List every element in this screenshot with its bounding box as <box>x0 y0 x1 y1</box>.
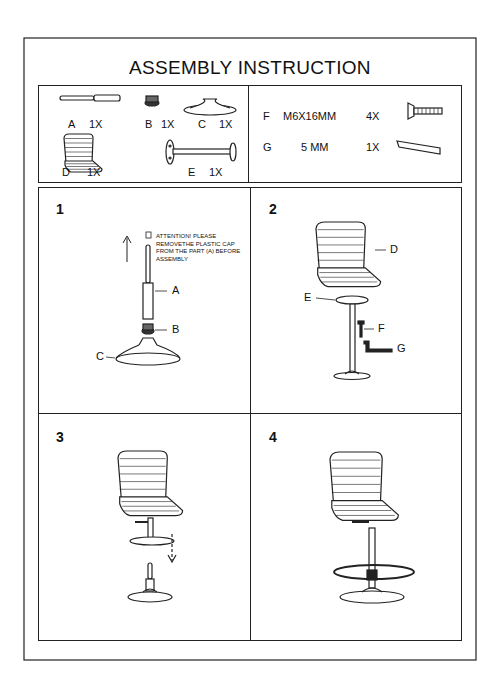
part-f-screw <box>408 103 442 119</box>
chair-seats <box>64 134 398 520</box>
parts-panel: A 1X B 1X C 1X D 1X E 1X <box>38 85 249 183</box>
part-label: D <box>62 167 70 178</box>
page-title: ASSEMBLY INSTRUCTION <box>0 57 500 79</box>
part-c-base <box>184 99 236 115</box>
part-label: C <box>96 351 104 362</box>
step-number: 4 <box>269 430 277 444</box>
chair <box>118 451 183 516</box>
part-g-hex-key <box>397 141 440 154</box>
part-label: C <box>198 119 206 130</box>
part-label: D <box>390 244 398 255</box>
part-label: 1X <box>89 119 102 130</box>
part-label: E <box>304 292 311 303</box>
part-label: 4X <box>366 111 379 122</box>
part-label: F <box>378 323 385 334</box>
part-label: A <box>68 119 75 130</box>
step4-parts <box>334 522 414 603</box>
step2-parts <box>316 250 392 380</box>
part-label: G <box>397 343 406 354</box>
step-panel: 4 <box>250 413 462 641</box>
parts-panel: F M6X16MM 4X G 5 MM 1X <box>248 85 462 183</box>
part-label: G <box>263 142 272 153</box>
part-label: A <box>172 285 179 296</box>
part-b-ring <box>145 96 159 106</box>
part-label: M6X16MM <box>283 111 336 122</box>
part-label: B <box>145 119 152 130</box>
part-e-pole <box>166 140 236 164</box>
part-label: 1X <box>209 167 222 178</box>
step3-parts <box>128 518 176 602</box>
part-label: B <box>172 324 179 335</box>
part-label: F <box>263 111 270 122</box>
part-label: 1X <box>161 119 174 130</box>
part-a-tube <box>60 95 120 101</box>
chair <box>316 222 381 287</box>
note-text: ATTENTION! PLEASE REMOVETHE PLASTIC CAP … <box>156 233 248 263</box>
chair <box>330 452 398 520</box>
step-number: 2 <box>269 202 277 216</box>
part-label: 1X <box>219 119 232 130</box>
part-label: 1X <box>87 167 100 178</box>
step-panel: 1ATTENTION! PLEASE REMOVETHE PLASTIC CAP… <box>38 187 251 414</box>
step-panel: 3 <box>38 413 251 641</box>
step-number: 1 <box>56 202 64 216</box>
step-panel: 2D E F G <box>250 187 462 414</box>
step-number: 3 <box>56 430 64 444</box>
part-label: 5 MM <box>301 142 329 153</box>
page-frame <box>24 38 476 660</box>
part-label: 1X <box>366 142 379 153</box>
part-label: E <box>188 167 195 178</box>
